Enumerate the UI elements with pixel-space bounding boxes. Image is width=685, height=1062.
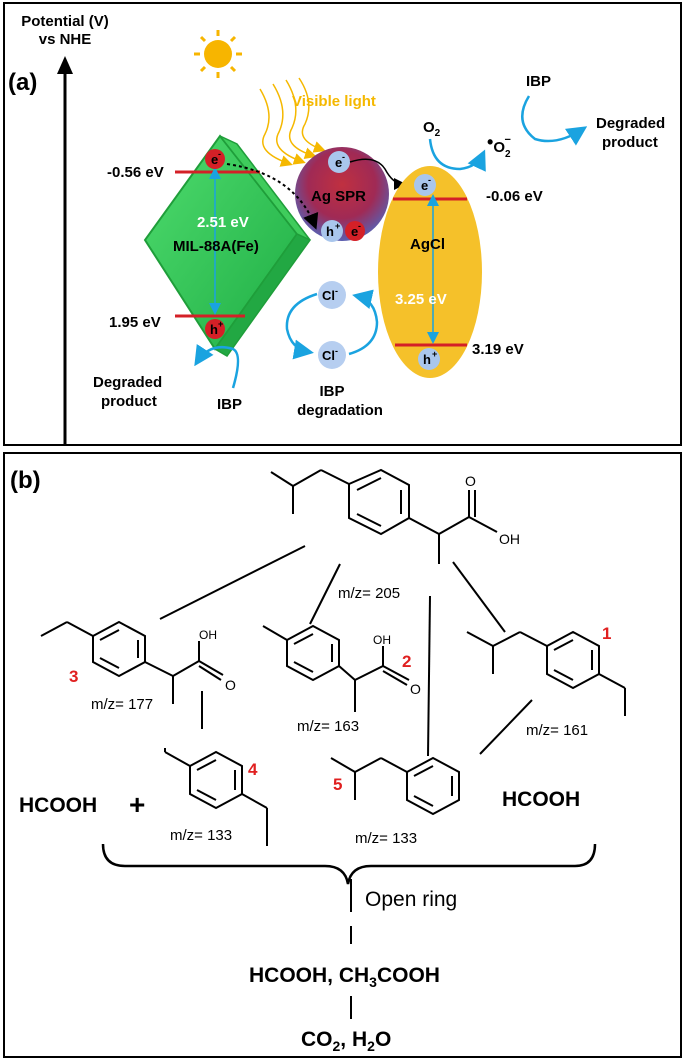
electron-transfer-dotted-arrow [226,163,319,230]
mechanism-diagram: Potential (V) vs NHE (a) Visible light e… [8,13,665,444]
compound-2-o: O [410,681,421,697]
acids-products: HCOOH, CH3COOH [249,964,440,990]
ibuprofen-mz: m/z= 205 [338,585,400,602]
ag-spr-sphere [295,147,389,241]
panel-b: (b) O OH m/z= 205 OH O 3 m/z= 177 [3,452,682,1058]
svg-text:Cl-: Cl- [322,346,338,363]
degraded-right-line1: Degraded [596,115,665,132]
ibp-top-label: IBP [526,73,551,90]
svg-text:-: - [342,152,345,162]
agcl-hole [418,348,440,370]
ibuprofen-oh: OH [499,531,520,547]
ag-to-agcl-arrow [349,158,406,190]
compound-4-number: 4 [248,760,258,779]
o2-reduction-arrow [428,138,486,172]
svg-text:-: - [358,221,361,231]
svg-text:+: + [432,349,437,359]
compound-2-structure [262,624,410,712]
degraded-left-line1: Degraded [93,374,162,391]
compound-4-structure [164,748,268,846]
svg-text:+: + [218,319,223,329]
curly-brace [101,843,597,885]
svg-text:Cl-: Cl- [322,286,338,303]
agcl-cb-label: -0.06 eV [486,188,543,205]
light-rays [259,77,326,167]
compound-5-structure [330,756,460,816]
axis-title-line2: vs NHE [39,31,92,48]
degraded-left-line2: product [101,393,157,410]
hcooh-left: HCOOH [19,794,97,817]
axis-title-line1: Potential (V) [21,13,109,30]
agcl-electron [414,174,436,196]
compound-3-structure [40,620,224,704]
compound-2-mz: m/z= 163 [297,718,359,735]
svg-text:e: e [421,178,428,193]
ibp-left-arrow [194,343,240,389]
degradation-pathway: (b) O OH m/z= 205 OH O 3 m/z= 177 [10,467,626,1054]
hcooh-right: HCOOH [502,788,580,811]
svg-text:e: e [211,152,218,167]
mil88-gap-label: 2.51 eV [197,214,249,231]
o2-label: O2 [423,119,441,139]
compound-3-mz: m/z= 177 [91,696,153,713]
panel-a: Potential (V) vs NHE (a) Visible light e… [3,2,682,446]
mil88-vb-label: 1.95 eV [109,314,161,331]
svg-text:+: + [335,221,340,231]
plus-sign: + [129,789,145,820]
compound-2-number: 2 [402,652,411,671]
agcl-vb-label: 3.19 eV [472,341,524,358]
ibp-degradation-line2: degradation [297,402,383,419]
axis-arrowhead [57,56,73,74]
ibp-bottom-label: IBP [217,396,242,413]
mil88-cb-label: -0.56 eV [107,164,164,181]
ag-hole [321,220,343,242]
compound-3-number: 3 [69,667,78,686]
compound-5-number: 5 [333,775,342,794]
compound-3-oh: OH [199,628,217,642]
compound-1-number: 1 [602,624,611,643]
mil88-electron [205,149,225,169]
compound-1-structure [466,630,626,716]
chloride-cycle-right [348,289,379,356]
compound-2-oh: OH [373,633,391,647]
mil88-name: MIL-88A(Fe) [173,238,259,255]
panel-b-label: (b) [10,467,41,494]
chloride-bottom [318,341,346,369]
compound-1-mz: m/z= 161 [526,722,588,739]
ag-electron [328,151,350,173]
chloride-top [318,281,346,309]
visible-light-label: Visible light [292,93,376,110]
agcl-name: AgCl [410,236,445,253]
pathway-lines [159,545,533,757]
svg-text:h: h [423,352,431,367]
compound-5-mz: m/z= 133 [355,830,417,847]
chloride-cycle-left [285,292,318,360]
compound-4-mz: m/z= 133 [170,827,232,844]
sun-icon [194,30,242,78]
ibp-top-arrow [521,95,588,146]
agcl-gap-label: 3.25 eV [395,291,447,308]
compound-3-o: O [225,677,236,693]
ag-spr-name: Ag SPR [311,188,366,205]
svg-text:e: e [335,155,342,170]
panel-a-label: (a) [8,69,37,96]
degraded-right-line2: product [602,134,658,151]
ag-electron-2 [345,221,365,241]
ibuprofen-o: O [465,473,476,489]
svg-text:h: h [210,322,218,337]
superoxide-label: •O2− [487,132,511,160]
svg-text:e: e [351,224,358,239]
open-ring-label: Open ring [365,888,457,911]
mil88-crystal [143,134,312,357]
final-products: CO2, H2O [301,1028,391,1054]
ibp-degradation-line1: IBP [319,383,344,400]
svg-text:-: - [428,175,431,185]
mil88-hole [205,319,225,339]
svg-text:-: - [218,149,221,159]
svg-text:h: h [326,224,334,239]
ibuprofen-structure [270,468,498,564]
